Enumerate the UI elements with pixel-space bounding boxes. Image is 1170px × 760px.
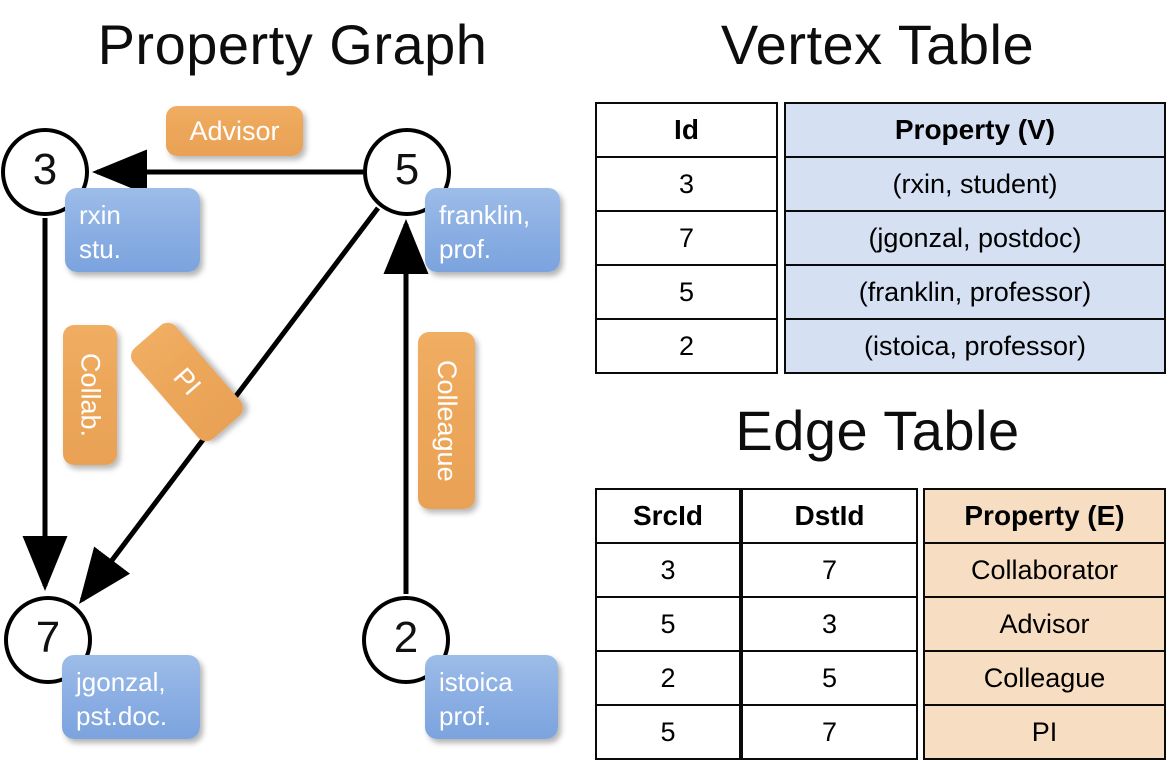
- table-row[interactable]: Advisor: [923, 596, 1166, 652]
- node-property-line: franklin,: [439, 200, 531, 230]
- edge-table-cell-property: Colleague: [923, 650, 1166, 706]
- node-property-line: rxin: [79, 200, 121, 230]
- edge-table-cell-property: PI: [923, 704, 1166, 760]
- table-row[interactable]: (jgonzal, postdoc): [784, 210, 1166, 266]
- table-header-row: SrcId: [595, 488, 741, 544]
- edge-table-header-dstid: DstId: [741, 488, 918, 544]
- table-row[interactable]: (rxin, student): [784, 156, 1166, 212]
- table-row[interactable]: Collaborator: [923, 542, 1166, 598]
- graph-node-2[interactable]: 2: [362, 596, 450, 684]
- page-title-edge-table: Edge Table: [735, 399, 1020, 462]
- edge-table-cell-srcid: 5: [595, 596, 741, 652]
- edge-table-dstid-column: DstId 7 3 5 7: [741, 488, 918, 760]
- table-row[interactable]: Colleague: [923, 650, 1166, 706]
- graph-node-5-label: 5: [394, 145, 420, 194]
- edge-table-cell-srcid: 5: [595, 704, 741, 760]
- node-property-line: pst.doc.: [76, 701, 168, 732]
- table-row[interactable]: 5: [595, 704, 741, 760]
- table-header-row: DstId: [741, 488, 918, 544]
- graph-node-5[interactable]: 5: [363, 128, 451, 216]
- property-graph-diagram: 3 5 7 2 rxin stu. franklin, prof. jgonza…: [1, 106, 560, 739]
- edge-label-collab[interactable]: Collab.: [63, 325, 117, 465]
- table-row[interactable]: 3: [595, 542, 741, 598]
- vertex-table-cell-id: 3: [595, 156, 778, 212]
- graph-node-2-label: 2: [393, 613, 419, 662]
- edge-table-cell-srcid: 2: [595, 650, 741, 706]
- node-property-box-5[interactable]: franklin, prof.: [425, 188, 560, 272]
- table-row[interactable]: 7: [595, 210, 778, 266]
- table-header-row: Property (V): [784, 102, 1166, 158]
- vertex-table-cell-id: 5: [595, 264, 778, 320]
- page-title-vertex-table: Vertex Table: [720, 13, 1035, 76]
- table-row[interactable]: (franklin, professor): [784, 264, 1166, 320]
- edge-table-header-srcid: SrcId: [595, 488, 741, 544]
- edge-table-header-property: Property (E): [923, 488, 1166, 544]
- edge-table-srcid-column: SrcId 3 5 2 5: [595, 488, 741, 760]
- vertex-table-cell-id: 7: [595, 210, 778, 266]
- vertex-table-cell-id: 2: [595, 318, 778, 374]
- edge-table-cell-dstid: 5: [741, 650, 918, 706]
- node-property-box-2[interactable]: istoica prof.: [425, 655, 558, 739]
- table-row[interactable]: PI: [923, 704, 1166, 760]
- table-row[interactable]: 5: [595, 596, 741, 652]
- vertex-table-id-column: Id 3 7 5 2: [595, 102, 778, 374]
- table-header-row: Id: [595, 102, 778, 158]
- edge-table-cell-dstid: 3: [741, 596, 918, 652]
- table-row[interactable]: 2: [595, 650, 741, 706]
- edge-table-cell-property: Collaborator: [923, 542, 1166, 598]
- vertex-table-header-id: Id: [595, 102, 778, 158]
- table-row[interactable]: 3: [595, 156, 778, 212]
- edge-table-cell-srcid: 3: [595, 542, 741, 598]
- edge-label-pi[interactable]: PI: [126, 318, 248, 446]
- node-property-box-7[interactable]: jgonzal, pst.doc.: [62, 655, 200, 739]
- edge-label-advisor[interactable]: Advisor: [166, 106, 303, 156]
- graph-node-3-label: 3: [32, 145, 58, 194]
- table-row[interactable]: 7: [741, 542, 918, 598]
- table-row[interactable]: 5: [595, 264, 778, 320]
- vertex-table: Id 3 7 5 2 Property (V) (rxin, student): [595, 102, 1166, 374]
- table-row[interactable]: 3: [741, 596, 918, 652]
- vertex-table-header-property: Property (V): [784, 102, 1166, 158]
- table-row[interactable]: 5: [741, 650, 918, 706]
- node-property-line: prof.: [439, 234, 492, 265]
- edge-table-cell-property: Advisor: [923, 596, 1166, 652]
- node-property-line: stu.: [79, 234, 121, 265]
- vertex-table-property-column: Property (V) (rxin, student) (jgonzal, p…: [784, 102, 1166, 374]
- edge-label-colleague[interactable]: Colleague: [418, 332, 475, 509]
- node-property-line: prof.: [439, 701, 492, 732]
- vertex-table-cell-property: (jgonzal, postdoc): [784, 210, 1166, 266]
- edge-table-cell-dstid: 7: [741, 542, 918, 598]
- edge-table-cell-dstid: 7: [741, 704, 918, 760]
- edge-table: SrcId 3 5 2 5 DstId 7 3: [595, 488, 1166, 760]
- table-header-row: Property (E): [923, 488, 1166, 544]
- table-row[interactable]: 7: [741, 704, 918, 760]
- graph-node-7-label: 7: [35, 613, 61, 662]
- node-property-line: jgonzal,: [76, 667, 166, 697]
- node-property-line: istoica: [439, 667, 513, 697]
- vertex-table-cell-property: (franklin, professor): [784, 264, 1166, 320]
- table-row[interactable]: 2: [595, 318, 778, 374]
- page-title-property-graph: Property Graph: [97, 13, 488, 76]
- edge-table-property-column: Property (E) Collaborator Advisor Collea…: [923, 488, 1166, 760]
- node-property-box-3[interactable]: rxin stu.: [65, 188, 200, 272]
- vertex-table-cell-property: (rxin, student): [784, 156, 1166, 212]
- vertex-table-cell-property: (istoica, professor): [784, 318, 1166, 374]
- table-row[interactable]: (istoica, professor): [784, 318, 1166, 374]
